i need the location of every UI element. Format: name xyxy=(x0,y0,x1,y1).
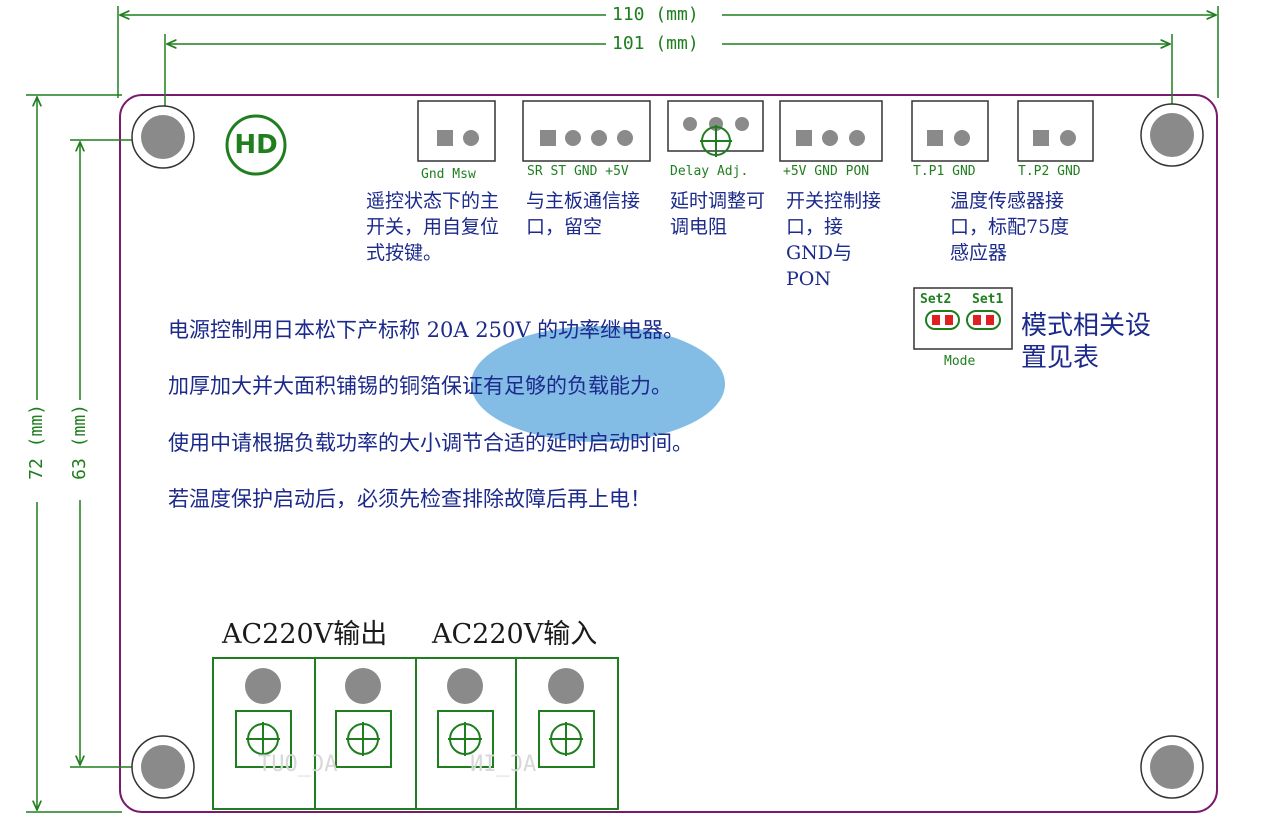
note-4: 若温度保护启动后，必须先检查排除故障后再上电！ xyxy=(168,487,651,511)
dim-height-total: 72 (mm) xyxy=(26,404,47,480)
mounting-holes xyxy=(131,103,1204,799)
pin-label-comm: SR ST GND +5V xyxy=(527,164,629,179)
watermark xyxy=(471,326,725,442)
desc-delay: 延时调整可调电阻 xyxy=(670,190,766,238)
board-outline xyxy=(119,94,1218,813)
desc-msw: 遥控状态下的主开关，用自复位式按键。 xyxy=(366,190,500,264)
connector-tp1 xyxy=(911,100,989,162)
mode-jumper-block xyxy=(913,287,1013,350)
dim-width-total: 110 (mm) xyxy=(612,4,699,25)
logo-text: HD xyxy=(234,130,278,160)
pin-label-tp2: T.P2 GND xyxy=(1018,164,1081,179)
connector-msw xyxy=(417,100,496,162)
mode-description: 模式相关设置见表 xyxy=(1021,311,1152,373)
terminal-screw-icon xyxy=(246,722,583,756)
silk-ac-in: AC_IN xyxy=(470,752,537,777)
mode-label: Mode xyxy=(944,354,976,369)
dim-height-holes: 63 (mm) xyxy=(69,404,90,480)
pin-label-delay: Delay Adj. xyxy=(670,164,749,179)
jumper-set2 xyxy=(925,310,960,330)
logo-ring xyxy=(225,114,287,176)
mode-set2-label: Set2 xyxy=(920,292,952,307)
terminal-blocks xyxy=(212,657,619,810)
silk-ac-out: AC_OUT xyxy=(258,752,338,777)
pin-label-tp1: T.P1 GND xyxy=(913,164,976,179)
desc-comm: 与主板通信接口，留空 xyxy=(526,190,641,238)
note-1: 电源控制用日本松下产标称 20A 250V 的功率继电器。 xyxy=(168,318,685,342)
pin-label-switch: +5V GND PON xyxy=(783,164,870,179)
desc-tp: 温度传感器接口，标配75度感应器 xyxy=(950,190,1070,264)
pin-label-msw: Gnd Msw xyxy=(421,167,476,182)
dimension-lines xyxy=(26,6,1219,813)
jumper-set1 xyxy=(966,310,1001,330)
connector-tp2 xyxy=(1017,100,1094,162)
ac-output-title: AC220V输出 xyxy=(222,619,388,650)
desc-switch: 开关控制接口，接GND与PON xyxy=(786,190,882,290)
note-3: 使用中请根据负载功率的大小调节合适的延时启动时间。 xyxy=(168,431,693,455)
note-2: 加厚加大并大面积铺锡的铜箔保证有足够的负载能力。 xyxy=(168,374,672,398)
mode-set1-label: Set1 xyxy=(972,292,1004,307)
potentiometer-icon xyxy=(700,125,732,157)
ac-input-title: AC220V输入 xyxy=(432,619,598,650)
dim-width-holes: 101 (mm) xyxy=(612,33,699,54)
